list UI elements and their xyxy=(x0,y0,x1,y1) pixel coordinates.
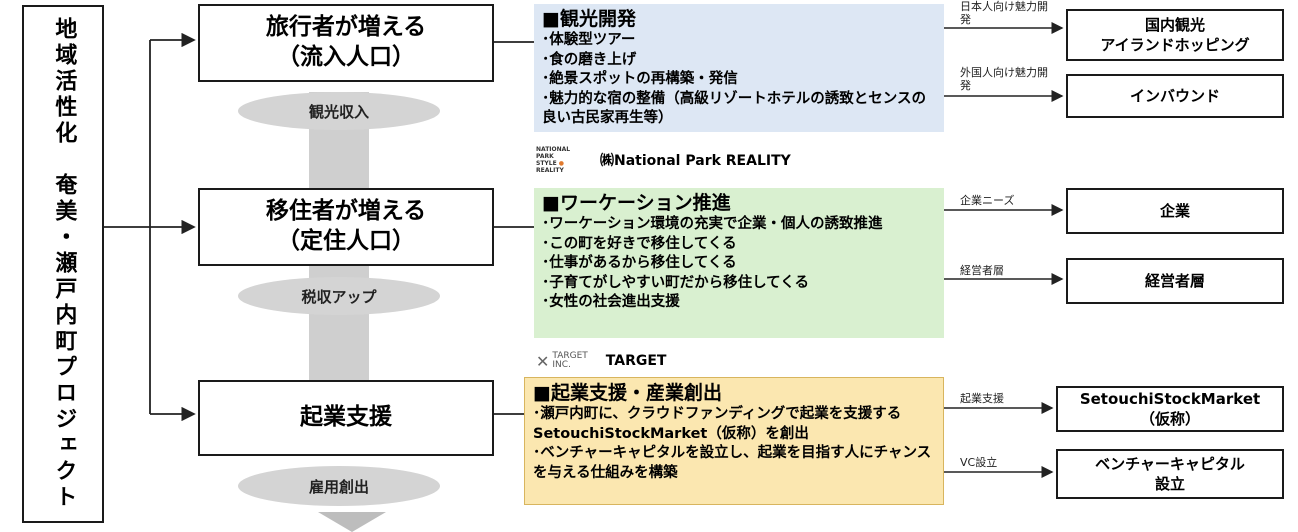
list-item: ･瀬戸内町に、クラウドファンディングで起業を支援するSetouchiStockM… xyxy=(533,406,902,442)
output-setouchi-stock-market: SetouchiStockMarket （仮称） xyxy=(1056,386,1284,432)
output-executives: 経営者層 xyxy=(1066,258,1284,304)
result-tourism-income: 観光収入 xyxy=(238,92,440,130)
stage-residents-title: 移住者が増える xyxy=(265,198,427,225)
list-item: ･ワーケーション環境の充実で企業・個人の誘致推進 xyxy=(542,216,883,232)
panel-startup-title: ■起業支援・産業創出 xyxy=(533,382,722,404)
list-item: ･体験型ツアー xyxy=(542,32,636,48)
stage-residents-subtitle: （定住人口） xyxy=(277,228,415,254)
output-line: インバウンド xyxy=(1129,87,1220,105)
stage-startup: 起業支援 xyxy=(198,380,494,456)
stage-startup-title: 起業支援 xyxy=(300,404,392,431)
list-item: ･子育てがしやすい町だから移住してくる xyxy=(542,274,809,291)
output-line: 国内観光 xyxy=(1144,16,1205,34)
output-line: 企業 xyxy=(1159,202,1190,220)
output-line: SetouchiStockMarket xyxy=(1079,390,1261,408)
list-item: ･ベンチャーキャピタルを設立し、起業を目指す人にチャンスを与える仕組みを構築 xyxy=(533,445,932,481)
output-line: （仮称） xyxy=(1139,410,1200,428)
output-line: ベンチャーキャピタル xyxy=(1095,455,1245,473)
list-item: ･仕事があるから移住してくる xyxy=(542,255,737,271)
panel-workation-title: ■ワーケーション推進 xyxy=(542,192,731,214)
label-vc: VC設立 xyxy=(960,456,998,469)
panel-tourism-development: ■観光開発 ･体験型ツアー ･食の磨き上げ ･絶景スポットの再構築・発信 ･魅力… xyxy=(534,4,944,132)
list-item: ･絶景スポットの再構築・発信 xyxy=(542,71,738,87)
output-line: 経営者層 xyxy=(1144,272,1205,290)
partner-name: TARGET xyxy=(605,353,667,369)
panel-startup-support: ■起業支援・産業創出 ･瀬戸内町に、クラウドファンディングで起業を支援するSet… xyxy=(524,377,944,505)
panel-workation: ■ワーケーション推進 ･ワーケーション環境の充実で企業・個人の誘致推進 ･この町… xyxy=(534,188,944,338)
output-venture-capital: ベンチャーキャピタル 設立 xyxy=(1056,449,1284,499)
stage-tourists: 旅行者が増える （流入人口） xyxy=(198,4,494,82)
output-domestic-tourism: 国内観光 アイランドホッピング xyxy=(1066,9,1284,61)
partner-name: ㈱National Park REALITY xyxy=(600,153,791,169)
stage-tourists-subtitle: （流入人口） xyxy=(277,44,415,70)
result-job-creation: 雇用創出 xyxy=(238,466,440,506)
list-item: ･魅力的な宿の整備（高級リゾートホテルの誘致とセンスの良い古民家再生等） xyxy=(542,90,926,127)
result-tax-increase: 税収アップ xyxy=(238,277,440,315)
label-japanese-attraction: 日本人向け魅力開発 xyxy=(960,0,1048,26)
panel-tourism-title: ■観光開発 xyxy=(542,8,636,30)
stage-tourists-title: 旅行者が増える xyxy=(265,14,427,41)
label-startup-support: 起業支援 xyxy=(960,392,1004,405)
project-title: 地域活性化 奄美・瀬戸内町プロジェクト xyxy=(51,17,77,511)
output-inbound: インバウンド xyxy=(1066,74,1284,118)
output-line: 設立 xyxy=(1154,475,1185,493)
project-title-box: 地域活性化 奄美・瀬戸内町プロジェクト xyxy=(22,5,104,523)
output-companies: 企業 xyxy=(1066,188,1284,234)
label-foreign-attraction: 外国人向け魅力開発 xyxy=(960,66,1048,92)
label-company-needs: 企業ニーズ xyxy=(960,194,1015,207)
output-line: アイランドホッピング xyxy=(1100,36,1250,54)
list-item: ･食の磨き上げ xyxy=(542,51,637,68)
list-item: ･女性の社会進出支援 xyxy=(542,294,680,310)
stage-residents: 移住者が増える （定住人口） xyxy=(198,188,494,266)
list-item: ･この町を好きで移住してくる xyxy=(542,235,737,252)
label-management: 経営者層 xyxy=(960,264,1004,277)
